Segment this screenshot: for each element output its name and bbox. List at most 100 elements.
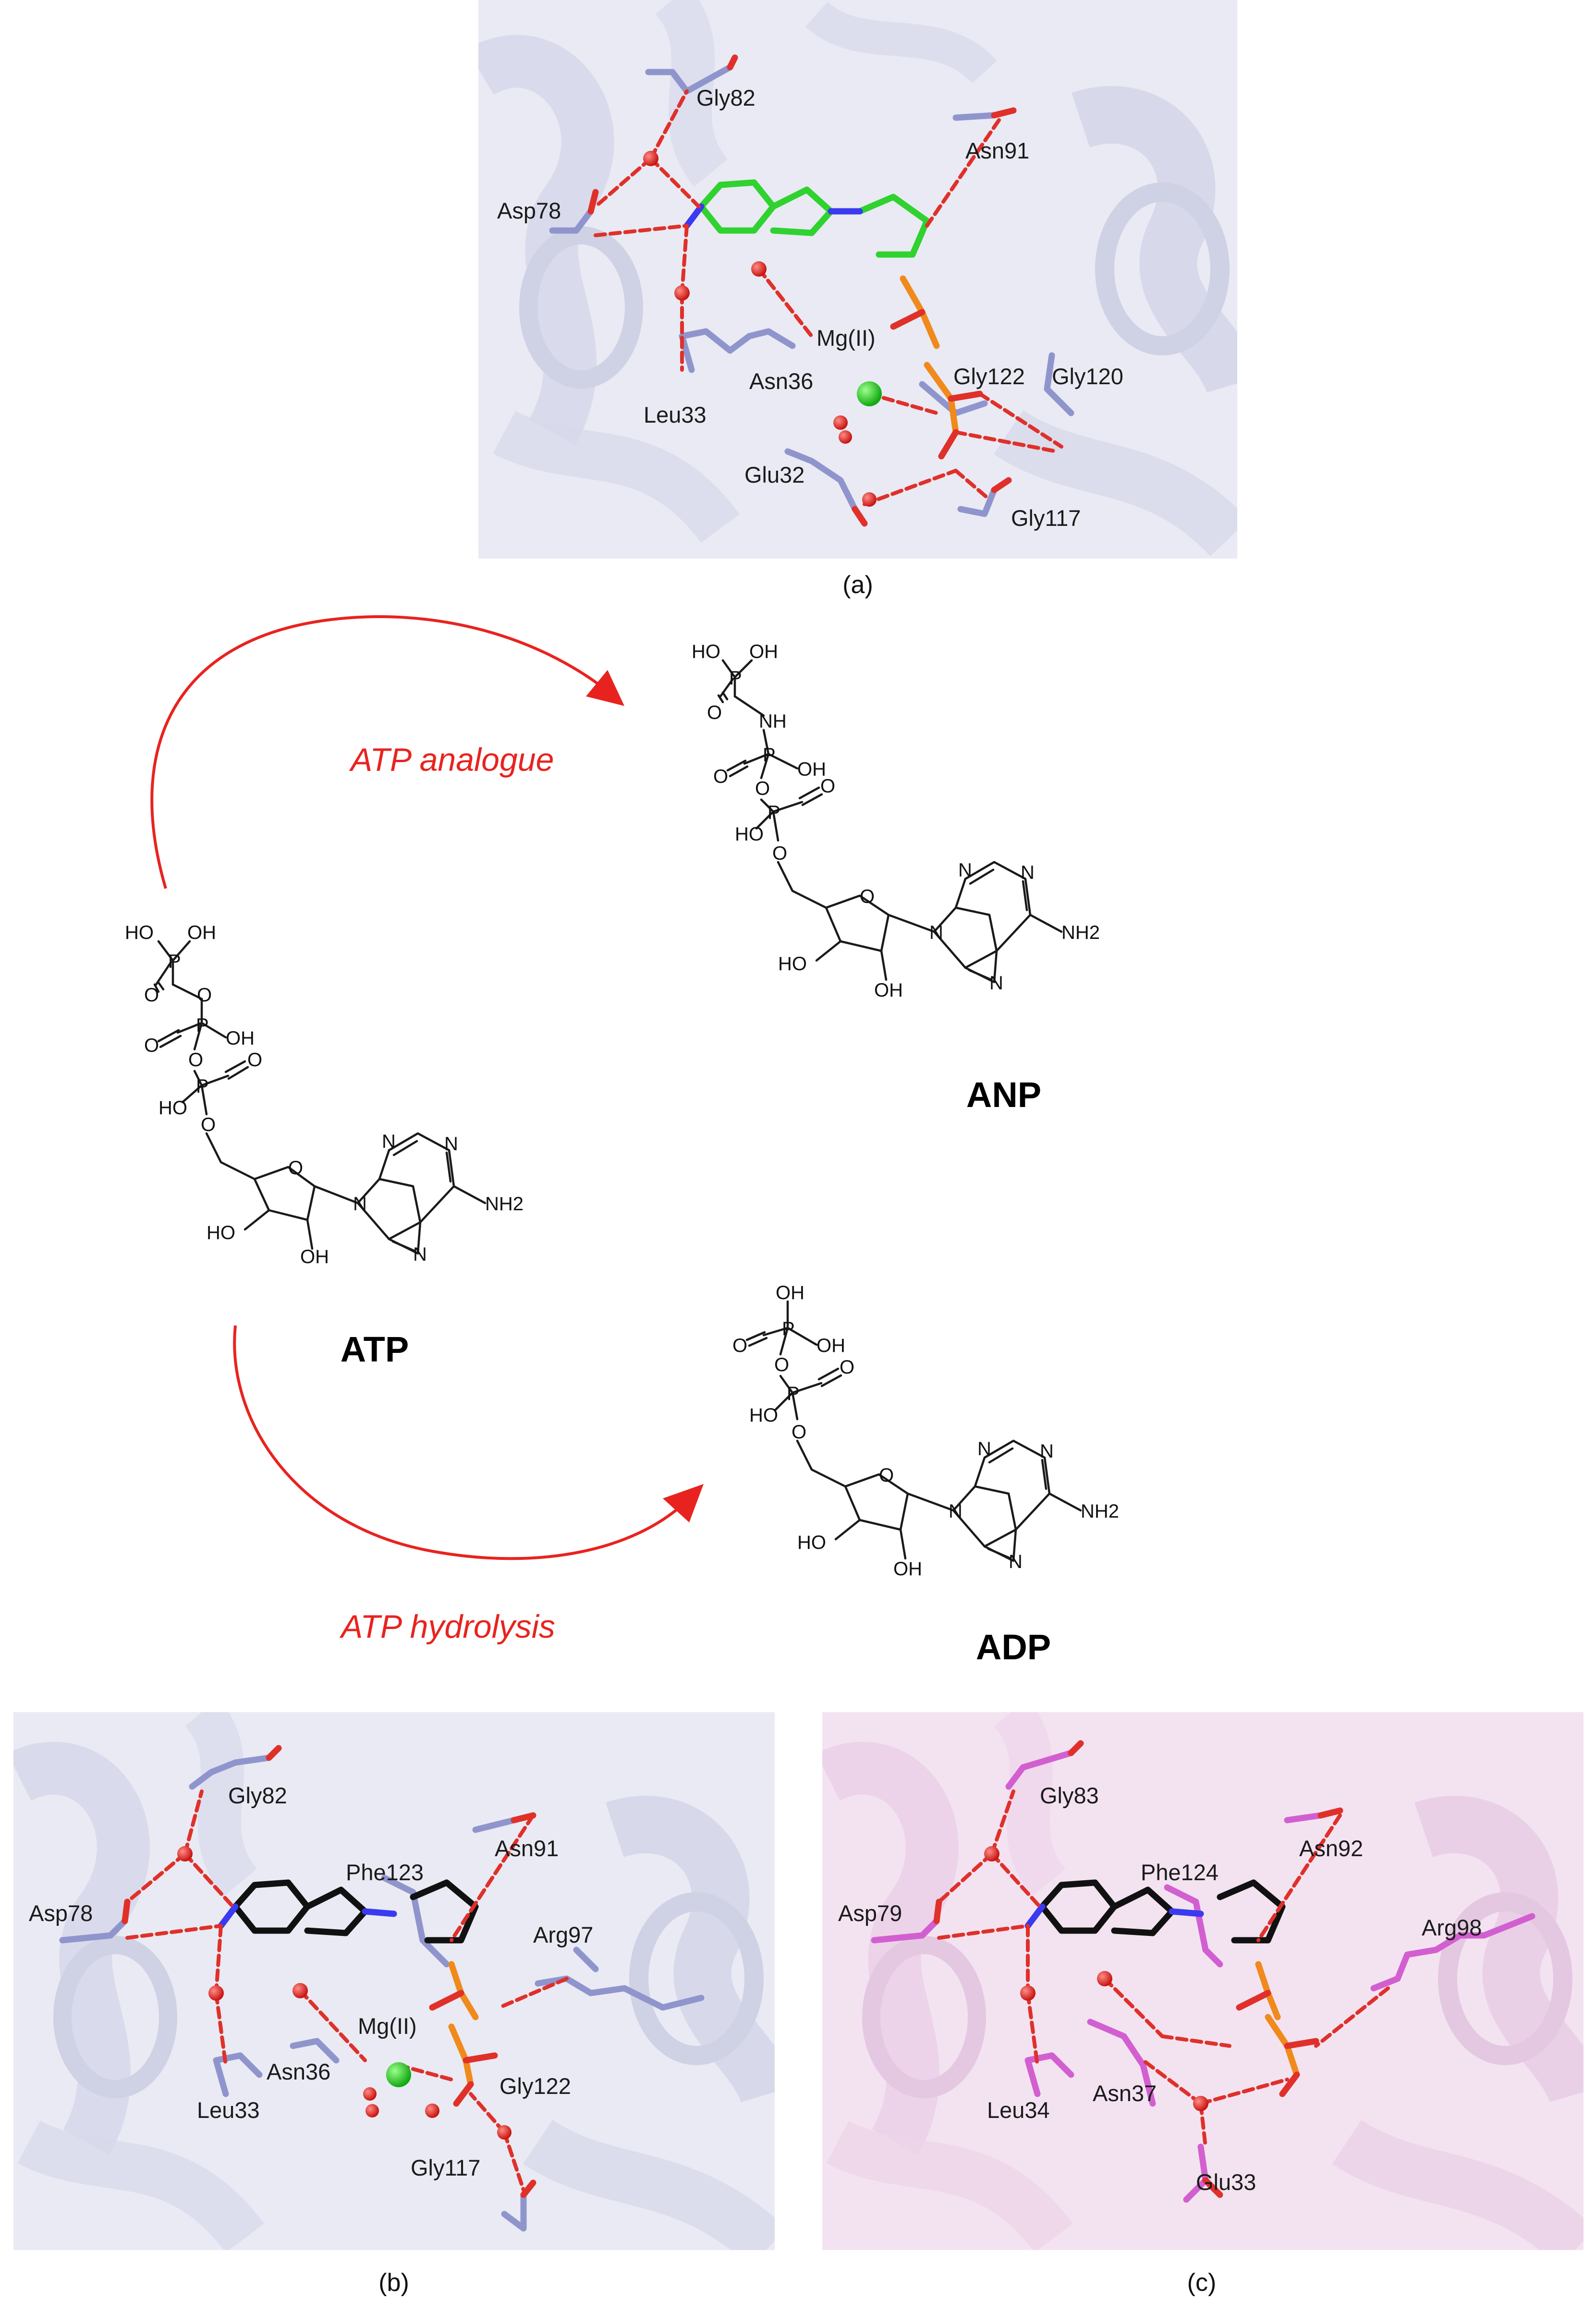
label-mg-ion: Mg(II) xyxy=(358,2013,417,2039)
anp-atom-label: OH xyxy=(874,980,903,1001)
atp-atom-label: N xyxy=(353,1193,367,1215)
water-molecule xyxy=(425,2104,439,2118)
adp-atom-label: HO xyxy=(749,1405,778,1426)
water-molecule xyxy=(365,2104,379,2117)
label-gly122: Gly122 xyxy=(500,2073,571,2099)
label-mg-ion: Mg(II) xyxy=(816,325,876,351)
reaction-scheme: ATP analogue ATP hydrolysis xyxy=(125,615,1119,1667)
label-asp78: Asp78 xyxy=(29,1900,93,1926)
anp-atom-label: OH xyxy=(797,759,826,780)
atp-atom-label: O xyxy=(188,1049,203,1070)
water-molecule xyxy=(643,151,658,166)
label-asn36: Asn36 xyxy=(749,368,813,394)
adp-atom-label: N xyxy=(1009,1551,1023,1572)
panel-c-ribbons xyxy=(822,1712,1584,2250)
adp-atom-label: P xyxy=(782,1318,795,1339)
water-molecule xyxy=(363,2087,377,2101)
anp-atom-label: O xyxy=(713,766,728,787)
caption-panel-b: (b) xyxy=(378,2269,409,2297)
anp-bonds xyxy=(717,659,1063,984)
panel-c-waters xyxy=(984,1846,1208,2111)
arrow-head-bottom xyxy=(663,1484,704,1522)
label-atp-hydrolysis: ATP hydrolysis xyxy=(339,1608,555,1645)
adp-atom-label: P xyxy=(787,1383,800,1404)
anp-atom-label: P xyxy=(768,802,780,823)
water-molecule xyxy=(984,1846,999,1861)
atp-atom-label: N xyxy=(413,1244,427,1265)
molecule-name-adp: ADP xyxy=(976,1627,1051,1667)
anp-atom-label: O xyxy=(820,776,835,797)
label-asn92: Asn92 xyxy=(1299,1836,1363,1861)
arrow-atp-analogue xyxy=(150,615,606,889)
label-gly117: Gly117 xyxy=(411,2155,480,2180)
atp-atom-label: OH xyxy=(187,922,216,943)
water-molecule xyxy=(1193,2096,1208,2111)
anp-atom-label: N xyxy=(989,973,1003,994)
atp-atom-label: OH xyxy=(300,1246,329,1267)
label-leu33: Leu33 xyxy=(197,2097,260,2123)
panel-c-hbonds xyxy=(937,1789,1390,2149)
label-gly82: Gly82 xyxy=(696,85,755,110)
label-asp78: Asp78 xyxy=(497,198,561,223)
arrow-atp-hydrolysis xyxy=(233,1325,688,1560)
adp-atom-label: O xyxy=(774,1354,789,1375)
atp-atom-label: O xyxy=(144,985,159,1006)
arrow-head-top xyxy=(586,670,624,706)
molecule-name-atp: ATP xyxy=(341,1329,409,1369)
anp-atom-label: O xyxy=(707,702,722,723)
panel-a-waters xyxy=(643,151,877,507)
atp-atom-label: O xyxy=(144,1035,159,1056)
panel-c-red-oxygens xyxy=(933,1740,1343,2198)
label-asn91: Asn91 xyxy=(965,138,1029,163)
atp-atom-label: O xyxy=(288,1157,303,1179)
caption-panel-a: (a) xyxy=(842,571,873,599)
anp-atom-label: P xyxy=(763,744,776,766)
adp-atom-label: O xyxy=(732,1335,747,1356)
panel-c: Gly83 Asn92 Phe124 Asp79 Arg98 Leu34 Asn… xyxy=(822,1712,1584,2250)
water-molecule xyxy=(177,1846,193,1861)
anp-atom-label: P xyxy=(729,668,742,689)
panel-b-labels: Gly82 Asn91 Phe123 Asp78 Arg97 Mg(II) As… xyxy=(29,1783,593,2180)
adp-atom-label: OH xyxy=(893,1558,922,1580)
panel-b-red-oxygens xyxy=(122,1745,536,2198)
water-molecule xyxy=(1097,1971,1112,1986)
water-molecule xyxy=(674,285,690,301)
caption-panel-c: (c) xyxy=(1187,2269,1217,2297)
atp-atom-label: HO xyxy=(158,1097,187,1119)
panel-a: Gly82 Asn91 Asp78 Mg(II) Asn36 Gly122 Gl… xyxy=(478,0,1237,559)
adp-atom-label: NH2 xyxy=(1081,1501,1119,1522)
label-asn36: Asn36 xyxy=(267,2059,330,2084)
water-molecule xyxy=(292,1983,308,1998)
label-glu32: Glu32 xyxy=(744,462,804,487)
adp-atom-label: HO xyxy=(797,1532,826,1553)
adp-atom-label: OH xyxy=(816,1335,845,1356)
panel-c-labels: Gly83 Asn92 Phe124 Asp79 Arg98 Leu34 Asn… xyxy=(838,1783,1482,2195)
anp-atom-label: N xyxy=(958,860,972,881)
water-molecule xyxy=(839,430,852,444)
anp-atom-label: O xyxy=(755,778,770,799)
atp-atom-label: OH xyxy=(226,1028,255,1049)
anp-atom-label: NH2 xyxy=(1061,922,1100,943)
label-gly82: Gly82 xyxy=(228,1783,287,1808)
water-molecule xyxy=(862,492,877,507)
label-gly122: Gly122 xyxy=(953,364,1025,389)
molecule-atp: HO OH P O O P O OH O P O HO O O HO OH N … xyxy=(125,922,524,1369)
atp-atom-label: O xyxy=(247,1049,262,1070)
water-molecule xyxy=(833,415,848,430)
molecule-name-anp: ANP xyxy=(966,1075,1041,1115)
atp-atom-label: HO xyxy=(207,1222,235,1243)
label-atp-analogue: ATP analogue xyxy=(349,742,554,778)
panel-b-ribbons xyxy=(13,1712,775,2250)
adp-atom-label: N xyxy=(949,1501,962,1522)
adp-atom-label: O xyxy=(879,1465,894,1486)
label-glu33: Glu33 xyxy=(1196,2169,1256,2195)
panel-a-residues xyxy=(549,64,1074,517)
atp-atom-label: NH2 xyxy=(485,1193,524,1215)
anp-atom-label: NH xyxy=(759,711,787,732)
atp-atom-label: N xyxy=(444,1133,458,1155)
label-leu34: Leu34 xyxy=(987,2097,1050,2123)
panel-b: Gly82 Asn91 Phe123 Asp78 Arg97 Mg(II) As… xyxy=(13,1712,775,2250)
label-phe124: Phe124 xyxy=(1141,1860,1218,1885)
magnesium-ion xyxy=(386,2062,411,2087)
